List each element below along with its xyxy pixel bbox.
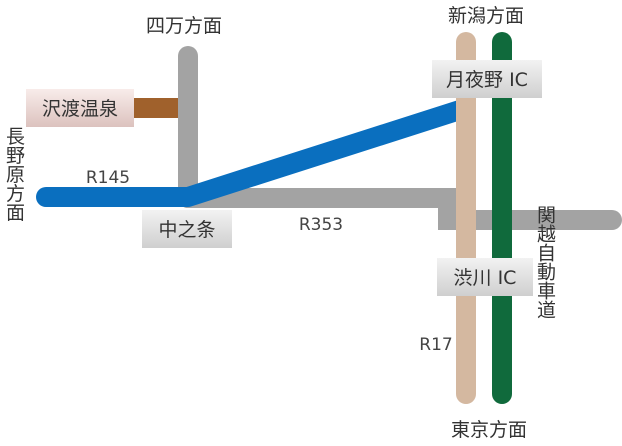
shibukawa-ic-box: 渋川 IC (437, 258, 533, 296)
shibukawa-ic-label: 渋川 IC (454, 267, 517, 289)
nakanojo-label: 中之条 (158, 219, 215, 241)
nagano-direction: 長野原方面 (3, 127, 25, 222)
r353-road (178, 188, 622, 230)
kanetsu-label: 関越自動車道 (534, 205, 556, 319)
r145-road (36, 98, 476, 207)
r17-label: R17 (419, 335, 452, 355)
tsukiyono-ic-label: 月夜野 IC (446, 69, 528, 91)
tsukiyono-ic-box: 月夜野 IC (432, 60, 542, 98)
r145-label: R145 (86, 168, 130, 188)
tokyo-direction: 東京方面 (451, 419, 527, 441)
nakanojo-box: 中之条 (142, 210, 232, 248)
niigata-direction: 新潟方面 (448, 5, 524, 27)
sawatari-label: 沢渡温泉 (42, 98, 118, 120)
r353-label: R353 (299, 215, 343, 235)
shimanto-direction: 四万方面 (146, 15, 222, 37)
sawatari-label-box: 沢渡温泉 (26, 89, 134, 127)
